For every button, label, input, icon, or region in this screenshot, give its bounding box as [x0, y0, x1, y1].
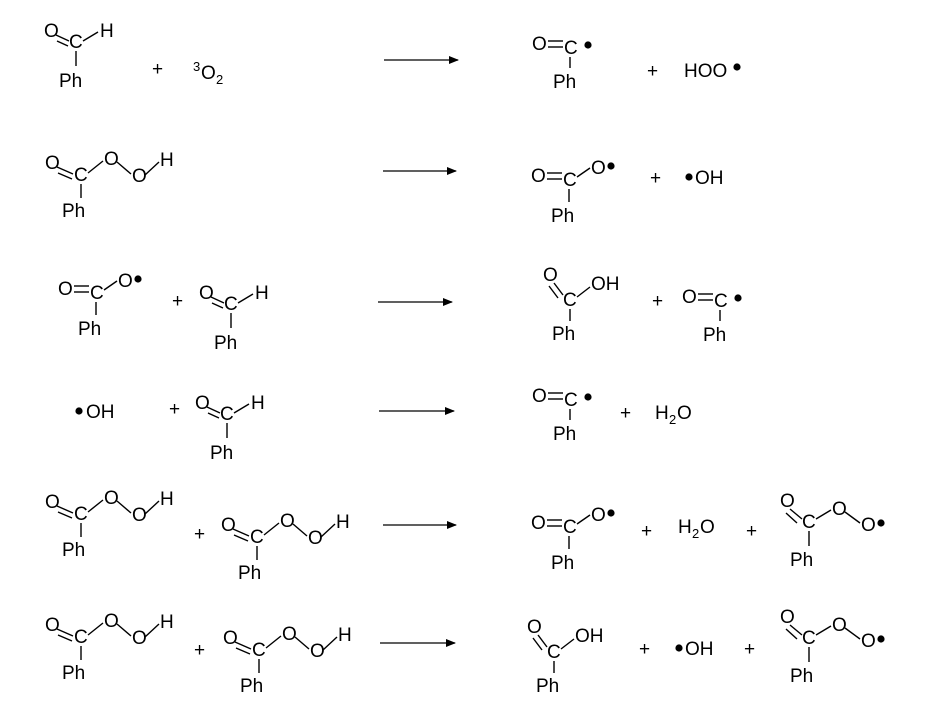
plus-sign: + [639, 639, 650, 660]
plus-sign: + [744, 639, 755, 660]
svg-text:O: O [201, 63, 216, 84]
perbenzoic-acid [222, 623, 353, 698]
water [678, 517, 715, 541]
perbenzoic-acid [44, 487, 175, 562]
hydroxyl-radical: OH [75, 402, 115, 423]
plus-sign: + [620, 403, 631, 424]
plus-sign: + [152, 59, 163, 80]
benzaldehyde [198, 282, 270, 355]
benzoyloxyl-radical [530, 504, 616, 575]
perbenzoic-acid [44, 148, 175, 223]
benzoyl-radical [531, 385, 593, 446]
svg-text:3: 3 [193, 59, 200, 74]
benzoylperoxyl-radical [779, 606, 886, 688]
benzoylperoxyl-radical [779, 490, 886, 572]
benzoyloxyl-radical [57, 270, 143, 341]
benzoic-acid [526, 616, 605, 698]
benzoic-acid [542, 264, 621, 346]
water [655, 403, 692, 427]
perbenzoic-acid [44, 610, 175, 685]
svg-text:OH: OH [86, 402, 115, 423]
hydroxyl-radical [675, 639, 714, 660]
reaction-2: + [44, 148, 724, 228]
plus-sign: + [169, 399, 180, 420]
plus-sign: + [194, 524, 205, 545]
reaction-1: + 3 O 2 + HOO [43, 20, 741, 94]
hydroxyl-radical [685, 168, 724, 189]
benzoyl-radical [681, 286, 743, 347]
svg-text:HOO: HOO [684, 61, 727, 82]
perbenzoic-acid [220, 510, 351, 585]
plus-sign: + [647, 61, 658, 82]
plus-sign: + [652, 291, 663, 312]
benzaldehyde [194, 392, 266, 465]
reaction-5: + + + [44, 487, 886, 585]
plus-sign: + [641, 521, 652, 542]
hydroperoxyl-radical: HOO [684, 61, 741, 82]
triplet-oxygen: 3 O 2 [193, 59, 223, 87]
plus-sign: + [194, 640, 205, 661]
reaction-6: + + + [44, 606, 886, 698]
plus-sign: + [650, 168, 661, 189]
plus-sign: + [172, 291, 183, 312]
reaction-4: OH + + [75, 385, 692, 465]
reaction-3: + + [57, 264, 743, 355]
benzoyl-radical [531, 33, 593, 94]
plus-sign: + [746, 521, 757, 542]
svg-text:2: 2 [216, 72, 223, 87]
benzaldehyde [43, 20, 115, 93]
benzoyloxyl-radical [530, 157, 616, 228]
